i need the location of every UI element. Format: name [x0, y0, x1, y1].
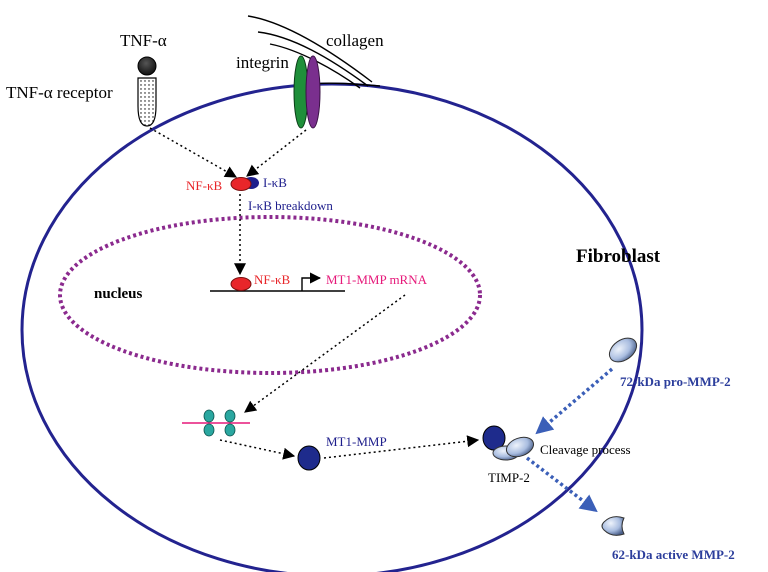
active-mmp2-protein: [601, 516, 625, 536]
ribosome-2: [224, 409, 236, 437]
arrow-receptor-to-nfkb: [149, 127, 238, 178]
label-tnf-alpha: TNF-α: [120, 31, 167, 50]
label-nucleus: nucleus: [94, 286, 143, 302]
label-timp2: TIMP-2: [488, 470, 530, 485]
label-nfkb: NF-κB: [186, 178, 222, 193]
ribosome-1: [203, 409, 215, 437]
transcription-start-arrow: [301, 272, 322, 291]
label-fibroblast: Fibroblast: [576, 246, 661, 267]
label-nucleus-nfkb: NF-κB: [254, 272, 290, 287]
label-tnf-receptor: TNF-α receptor: [6, 83, 113, 102]
arrow-ribosome-to-mt1mmp: [219, 439, 296, 460]
label-ikb-breakdown: I-κB breakdown: [248, 198, 333, 213]
label-active-mmp2: 62-kDa active MMP-2: [612, 547, 735, 562]
arrow-mrna-to-ribosome: [244, 294, 406, 413]
label-collagen: collagen: [326, 31, 384, 50]
cell-membrane: [20, 82, 644, 572]
label-cleavage-process: Cleavage process: [540, 442, 631, 457]
arrow-mt1mmp-to-membrane: [323, 435, 480, 459]
label-pro-mmp2: 72-kDa pro-MMP-2: [620, 374, 731, 389]
label-mt1mmp-mrna: MT1-MMP mRNA: [326, 272, 428, 287]
bound-pro-mmp2: [505, 436, 535, 458]
nucleus-nfkb-protein: [230, 277, 252, 291]
mt1mmp-cytoplasm: [297, 445, 321, 471]
integrin-purple-subunit: [305, 55, 321, 129]
arrow-integrin-to-nfkb: [246, 129, 307, 177]
arrow-complex-to-active-mmp2: [525, 456, 598, 513]
tnf-receptor: [137, 77, 157, 127]
nfkb-protein: [230, 177, 252, 191]
label-ikb: I-κB: [263, 175, 287, 190]
tnf-alpha-ligand: [137, 56, 157, 76]
label-integrin: integrin: [236, 53, 289, 72]
pro-mmp2-protein: [608, 337, 638, 363]
label-mt1mmp: MT1-MMP: [326, 434, 387, 449]
nucleus-envelope: [58, 215, 482, 375]
arrow-pro-mmp2-to-complex: [535, 367, 614, 435]
